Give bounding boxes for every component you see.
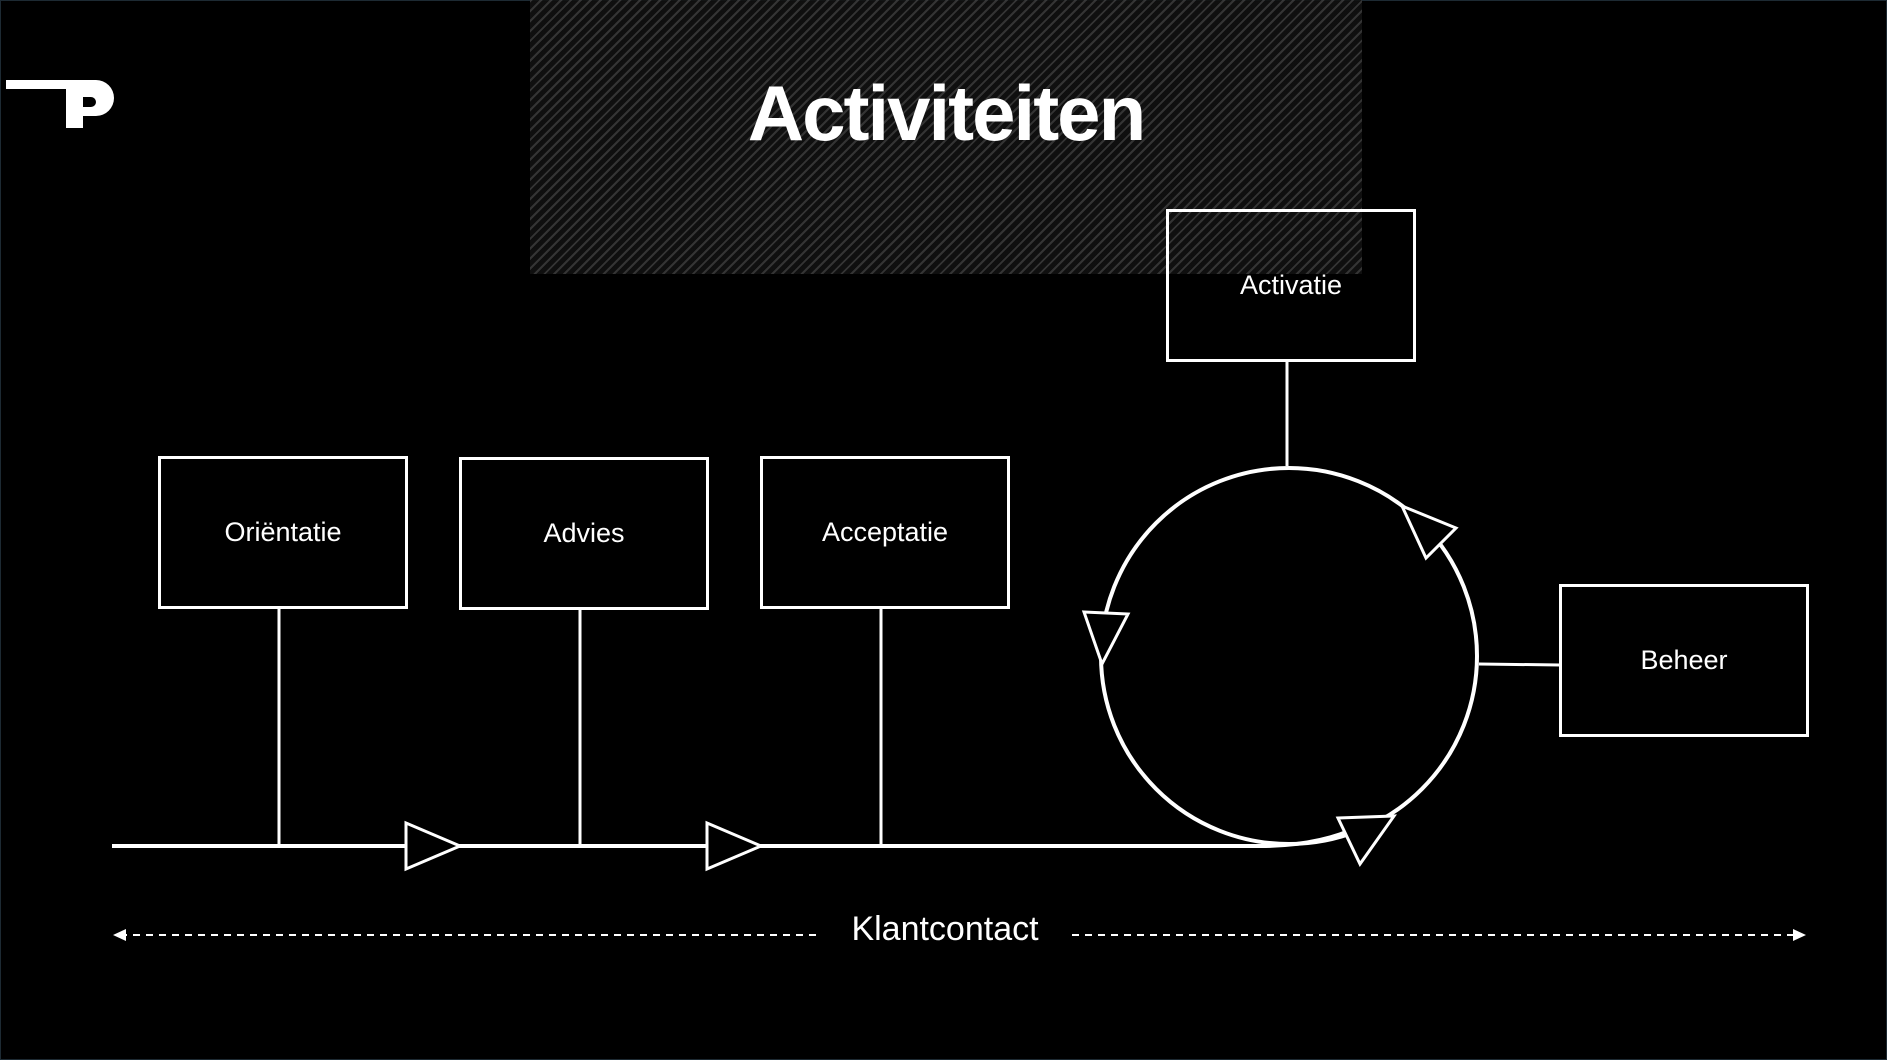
timeline-right-arrow: [1793, 929, 1806, 941]
step-orientatie: Oriëntatie: [158, 456, 408, 609]
cycle-arrow-bottom: [1335, 814, 1397, 867]
cycle-arrow-left: [1081, 610, 1131, 668]
step-acceptatie: Acceptatie: [760, 456, 1010, 609]
p-logo-icon: [6, 80, 114, 128]
timeline-left-arrow: [113, 929, 126, 941]
flow-arrow-2: [705, 820, 765, 872]
step-orientatie-label: Oriëntatie: [224, 517, 342, 547]
flow-arrow-1: [404, 820, 464, 872]
step-beheer: Beheer: [1559, 584, 1809, 737]
timeline-label: Klantcontact: [820, 910, 1070, 949]
step-advies-label: Advies: [543, 518, 625, 548]
cycle-arrow-top-right: [1399, 503, 1459, 561]
step-beheer-label: Beheer: [1640, 645, 1728, 675]
step-acceptatie-label: Acceptatie: [821, 517, 949, 547]
page-title: Activiteiten: [747, 69, 1146, 157]
title-hatch-band: [530, 0, 1362, 274]
step-advies: Advies: [459, 457, 709, 610]
connector-beheer: [1478, 662, 1561, 667]
step-activatie-label: Activatie: [1239, 270, 1343, 300]
step-activatie: Activatie: [1166, 209, 1416, 362]
